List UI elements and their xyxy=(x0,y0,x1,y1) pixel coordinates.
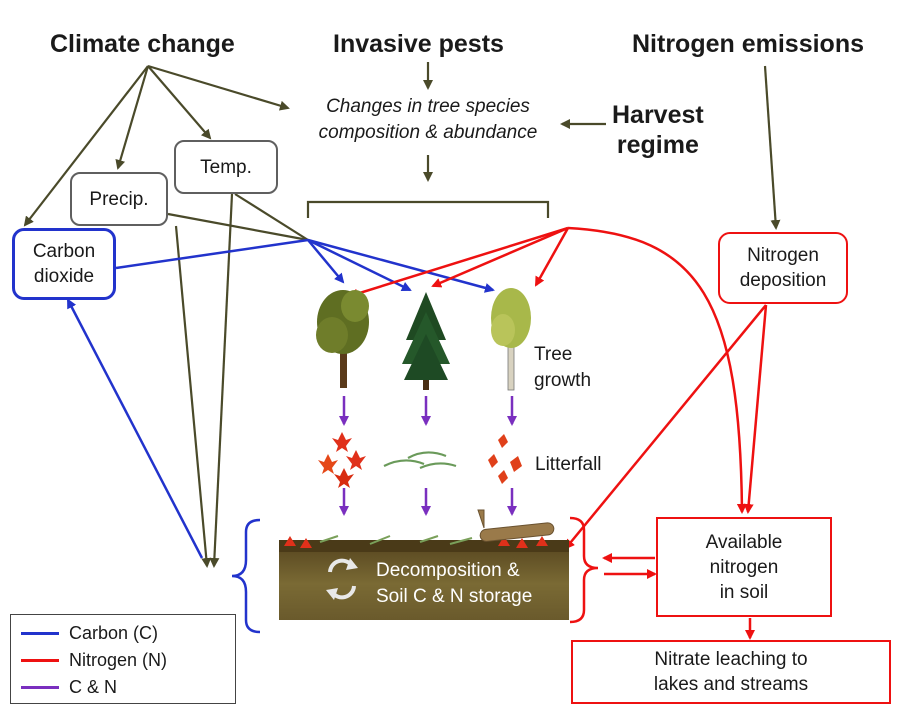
climate-to-soil-lines xyxy=(174,193,234,568)
soil-brackets xyxy=(231,516,599,634)
legend-label-carbon: Carbon (C) xyxy=(69,622,159,643)
cycle-icon xyxy=(326,558,358,600)
species-change-label: Changes in tree species composition & ab… xyxy=(318,96,538,143)
litterfall-label: Litterfall xyxy=(535,454,602,475)
legend-swatch-nitrogen xyxy=(21,658,59,662)
harvest-regime-label: Harvest regime xyxy=(612,101,704,159)
climate-change-label: Climate change xyxy=(50,30,235,58)
nitrogen-arrows xyxy=(348,226,768,640)
legend-swatch-c-and-n xyxy=(21,685,59,689)
legend-label-c-and-n: C & N xyxy=(69,676,118,697)
maple-leaves-illustration xyxy=(318,432,366,488)
needles-illustration xyxy=(383,451,457,470)
birch-leaves-illustration xyxy=(488,434,522,484)
legend-swatch-carbon xyxy=(21,631,59,635)
carbon-arrows xyxy=(66,238,495,559)
tree-growth-label: Tree growth xyxy=(534,344,592,391)
legend: Carbon (C) Nitrogen (N) C & N xyxy=(10,614,236,704)
nitrogen-emissions-arrow xyxy=(763,65,781,230)
legend-item-nitrogen: Nitrogen (N) xyxy=(21,648,167,672)
nitrogen-deposition-box: Nitrogen deposition xyxy=(718,232,848,304)
soil-block xyxy=(279,509,569,620)
species-change-arrows xyxy=(306,62,606,218)
legend-item-c-and-n: C & N xyxy=(21,675,117,699)
oak-tree-illustration xyxy=(316,290,369,388)
nitrate-leaching-box: Nitrate leaching to lakes and streams xyxy=(571,640,891,704)
spruce-tree-illustration xyxy=(402,292,450,390)
legend-item-carbon: Carbon (C) xyxy=(21,621,158,645)
climate-change-arrows xyxy=(23,64,290,227)
carbon-dioxide-box: Carbon dioxide xyxy=(12,228,116,300)
legend-label-nitrogen: Nitrogen (N) xyxy=(69,649,168,670)
invasive-pests-label: Invasive pests xyxy=(333,30,504,58)
climate-to-trees-lines xyxy=(167,193,309,242)
c-and-n-arrows xyxy=(339,396,517,516)
birch-tree-illustration xyxy=(491,288,531,391)
decomposition-label: Decomposition & Soil C & N storage xyxy=(376,560,533,607)
available-nitrogen-box: Available nitrogen in soil xyxy=(656,517,832,617)
temperature-box: Temp. xyxy=(174,140,278,194)
nitrogen-emissions-label: Nitrogen emissions xyxy=(632,30,864,58)
precipitation-box: Precip. xyxy=(70,172,168,226)
